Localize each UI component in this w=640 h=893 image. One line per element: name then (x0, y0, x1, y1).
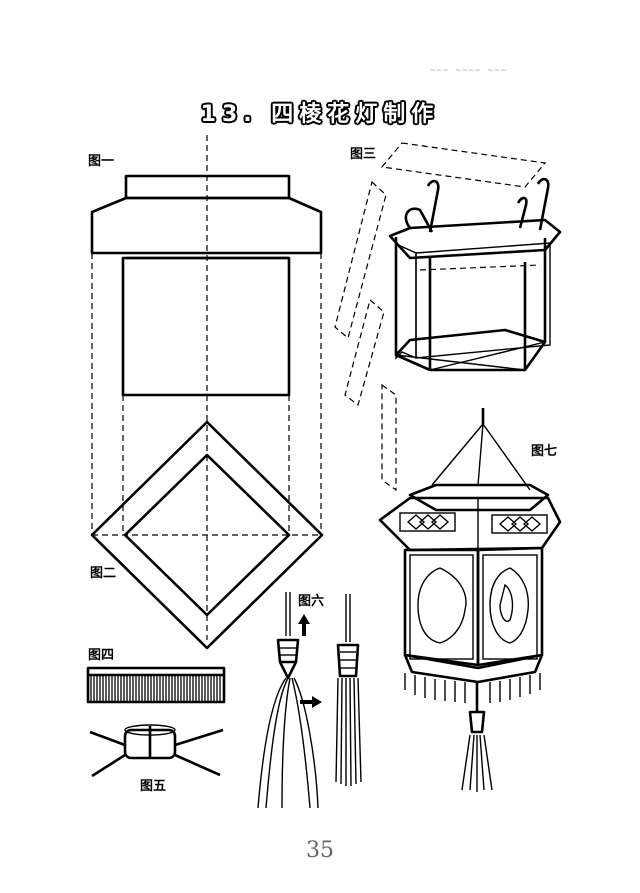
header-scribble: ~~~ ~~~~ ~~~ (430, 66, 508, 76)
figure-7-label: 图七 (531, 444, 558, 459)
arrow-right-icon (300, 696, 322, 708)
figure-5-label: 图五 (140, 779, 167, 794)
page-number: 35 (306, 838, 334, 863)
figure-6-tassels (257, 592, 362, 809)
figure-7-lantern (378, 408, 562, 792)
figure-6-label: 图六 (298, 594, 325, 609)
figure-2-label: 图二 (90, 566, 117, 581)
page-title: 13. 四棱花灯制作 (200, 102, 440, 127)
figure-1-label: 图一 (88, 154, 115, 169)
figure-4-fringe-strip (86, 666, 226, 704)
figure-4-label: 图四 (88, 648, 115, 663)
figure-3-label: 图三 (350, 147, 377, 162)
figure-1-pattern (90, 135, 323, 640)
arrow-up-icon (298, 614, 310, 636)
figure-3-frame (334, 142, 562, 492)
figure-2-diamond (90, 420, 324, 650)
figure-5-tie (89, 724, 224, 778)
